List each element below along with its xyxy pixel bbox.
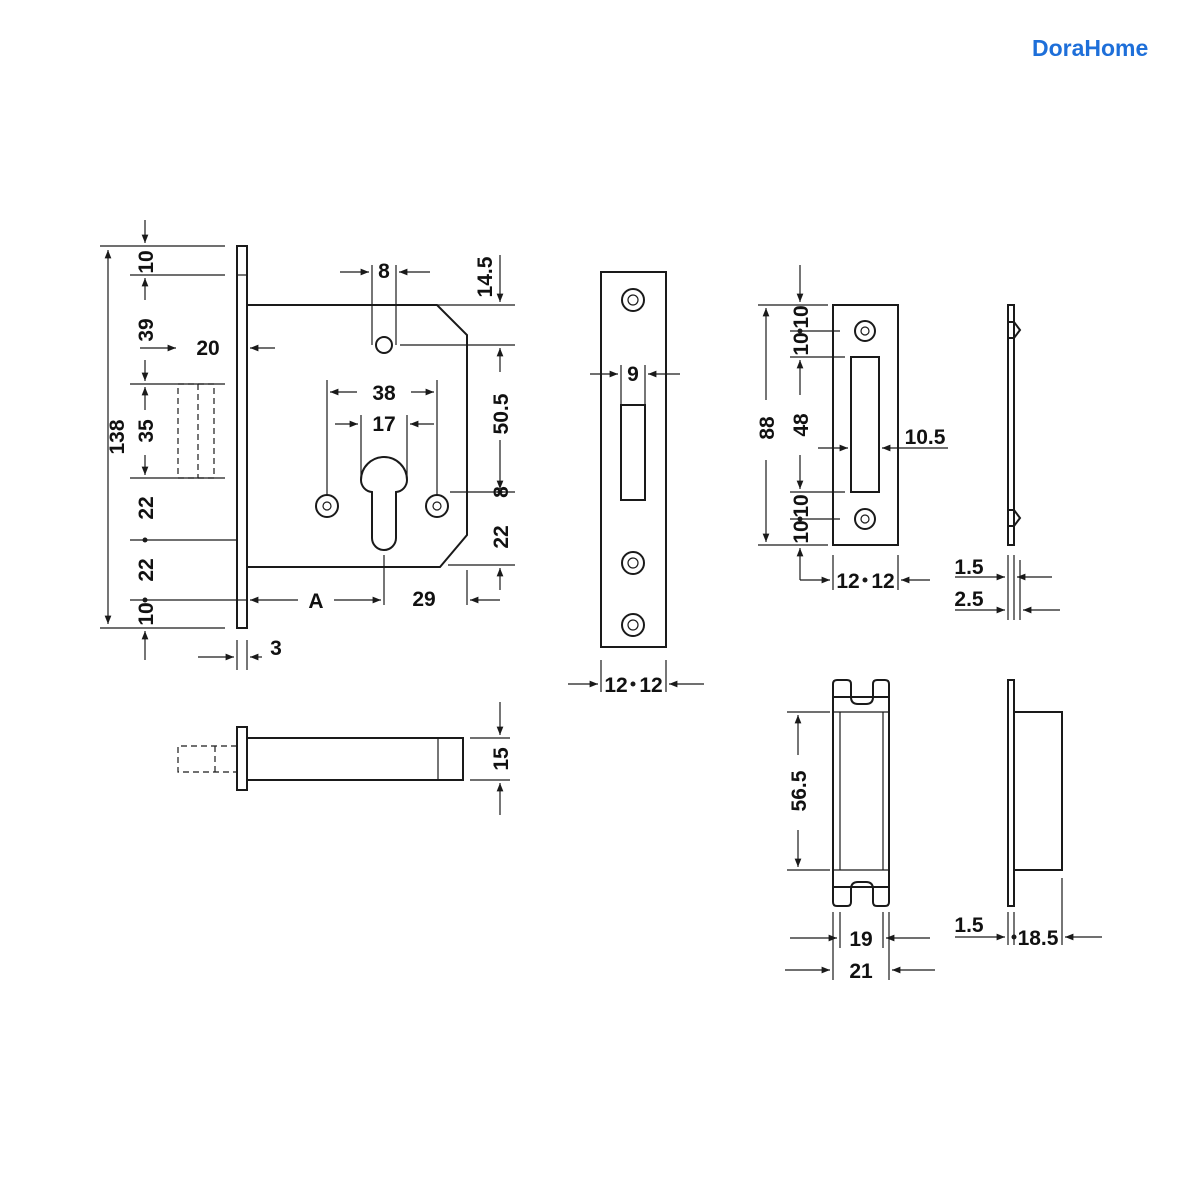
dim-fixing-hole-width: 8	[378, 260, 390, 283]
strike-screw-top	[854, 320, 876, 342]
dim-faceplate-offset: 20	[196, 337, 219, 360]
dim-bolt-side-height: 15	[490, 747, 513, 771]
dim-keeper-height: 56.5	[788, 770, 811, 811]
dim-strike-top-a: 10	[790, 305, 813, 328]
box-keeper-side-view: 1.5 18.5	[954, 679, 1102, 950]
dim-bottom-margin: 10	[135, 602, 158, 625]
forend-screw-mid	[621, 551, 645, 575]
fixing-hole-top	[375, 336, 393, 354]
box-keeper: 56.5 19 21	[785, 679, 935, 983]
brand-logo: DoraHome	[1032, 35, 1148, 61]
dim-lower-22-b: 22	[135, 558, 158, 581]
dim-backset: A	[308, 590, 323, 613]
dim-centre-distance: 50.5	[490, 393, 513, 434]
strike-side-view: 1.5 2.5	[954, 304, 1060, 620]
side-case	[246, 737, 464, 781]
dim-strike-height: 88	[756, 416, 779, 440]
dim-strike-right: 12	[871, 570, 894, 593]
dim-keeper-outer-width: 21	[849, 960, 873, 983]
dim-faceplate-thickness: 3	[270, 637, 282, 660]
keeper-top-lug	[832, 679, 890, 705]
lock-case-outline	[247, 304, 468, 568]
dim-top-offset: 14.5	[474, 256, 497, 297]
lock-faceplate	[236, 245, 248, 629]
dim-keeper-side-depth: 18.5	[1018, 927, 1059, 950]
keeper-outline	[832, 696, 890, 888]
strike-slot	[850, 356, 880, 493]
fixing-hole-left	[315, 494, 339, 518]
strike-screw-bottom	[854, 508, 876, 530]
dim-to-bolt: 39	[135, 318, 158, 341]
dim-lower-22-a: 22	[135, 496, 158, 519]
forend-screw-top	[621, 288, 645, 312]
latch-bolt-dashed	[177, 383, 215, 479]
forend-screw-bottom	[621, 613, 645, 637]
strike-plate: 88 10 10 48 10 10 10.5 12 12	[756, 265, 948, 593]
dim-overall-height: 138	[106, 419, 129, 454]
dim-bottom-22: 22	[490, 525, 513, 548]
dim-strike-slot-width: 10.5	[905, 426, 946, 449]
cylinder-cutout	[359, 456, 409, 551]
dim-strike-top-b: 10	[790, 332, 813, 355]
lock-body-side-view: 15	[177, 702, 513, 815]
brand-logo-text: DoraHome	[1032, 35, 1148, 61]
lock-body-front-view: 138 10 39 35 22 22 10 20 8 14.5 50.5 8	[100, 220, 515, 670]
dim-top-margin: 10	[135, 250, 158, 273]
dim-forend-slot: 9	[627, 363, 639, 386]
dim-cylinder-hole: 8	[490, 486, 513, 498]
keeper-bottom-lug	[832, 881, 890, 907]
dim-forend-right: 12	[639, 674, 662, 697]
fixing-hole-right	[425, 494, 449, 518]
dim-strike-side-plate: 1.5	[954, 556, 984, 579]
dim-forend-left: 12	[604, 674, 627, 697]
side-faceplate	[236, 726, 248, 791]
dim-strike-left: 12	[836, 570, 859, 593]
dim-bolt-height: 35	[135, 419, 158, 443]
dim-keeper-side-plate: 1.5	[954, 914, 984, 937]
strike-side-plate	[1007, 304, 1015, 546]
dim-strike-slot-height: 48	[790, 413, 813, 437]
dim-keeper-inner-width: 19	[849, 928, 872, 951]
dim-strike-bottom-a: 10	[790, 494, 813, 517]
keeper-side-box	[1013, 711, 1063, 871]
dim-case-right: 29	[412, 588, 435, 611]
side-bolt-dashed	[177, 745, 237, 773]
dim-cylinder-width: 17	[372, 413, 395, 436]
dim-strike-side-overall: 2.5	[954, 588, 984, 611]
forend-bolt-slot	[620, 404, 646, 501]
dim-hole-spacing: 38	[372, 382, 396, 405]
forend-outline	[600, 271, 667, 648]
strike-outline	[832, 304, 899, 546]
dim-strike-bottom-b: 10	[790, 520, 813, 543]
forend-plate: 9 12 12	[568, 271, 704, 697]
